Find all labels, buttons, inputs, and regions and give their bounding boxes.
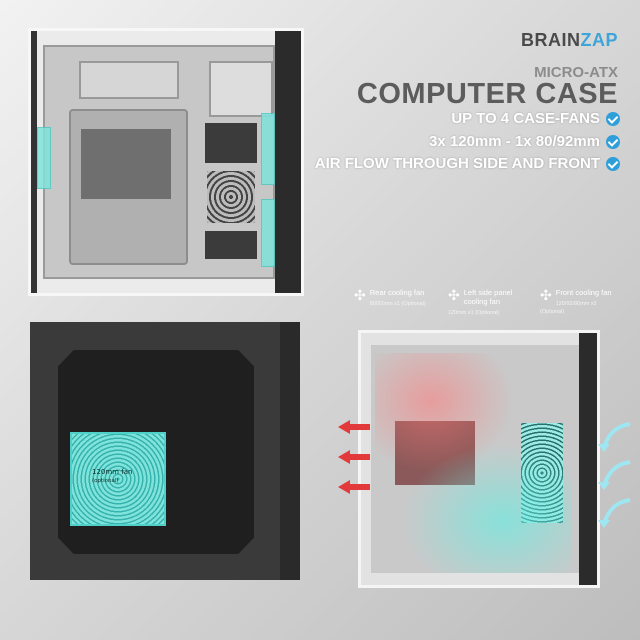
brand-logo: BRAINZAP	[521, 30, 618, 50]
fan-info-front: ✣ Front cooling fan 120/92/80mm x2 (Opti…	[540, 287, 612, 315]
fan-info-rear: ✣ Rear cooling fan 80/92mm x1 (Optional)	[354, 287, 426, 307]
cool-air-glow	[401, 443, 571, 573]
fan-icon: ✣	[540, 287, 552, 303]
side-fan-label: 120mm fan (optional)	[92, 468, 133, 484]
case-interior-image	[28, 28, 304, 296]
drive-slot	[205, 231, 257, 259]
fan-icon: ✣	[448, 287, 460, 303]
check-icon	[606, 111, 620, 126]
airflow-out-arrow	[338, 480, 370, 494]
front-fan-highlight	[261, 199, 275, 267]
drive-bay	[209, 61, 273, 117]
page-subtitle: MICRO-ATX	[534, 64, 618, 81]
fan-icon: ✣	[354, 287, 366, 303]
rear-fan-highlight	[37, 127, 51, 189]
feature-item: UP TO 4 CASE-FANS	[451, 110, 620, 127]
airflow-in-arrow	[598, 498, 631, 528]
airflow-out-arrow	[338, 450, 370, 464]
front-bezel	[579, 333, 597, 585]
airflow-image	[358, 330, 600, 588]
psu-bay	[79, 61, 179, 99]
check-icon	[606, 134, 620, 149]
page-title: COMPUTER CASE	[356, 78, 618, 110]
cpu-cutout	[81, 129, 171, 199]
airflow-in-arrow	[598, 460, 631, 490]
side-fan-grid	[70, 432, 166, 526]
check-icon	[606, 156, 620, 171]
airflow-in-arrow	[598, 422, 631, 452]
drive-slot	[205, 123, 257, 163]
front-fan-grill	[207, 171, 255, 223]
feature-item: 3x 120mm - 1x 80/92mm	[429, 133, 620, 150]
front-fan-highlight	[261, 113, 275, 185]
feature-item: AIR FLOW THROUGH SIDE AND FRONT	[315, 155, 620, 172]
case-side-panel-image: 120mm fan (optional)	[30, 322, 300, 580]
airflow-out-arrow	[338, 420, 370, 434]
fan-info-side: ✣ Left side panel cooling fan 120mm x1 (…	[448, 287, 513, 316]
front-bezel	[275, 31, 301, 293]
